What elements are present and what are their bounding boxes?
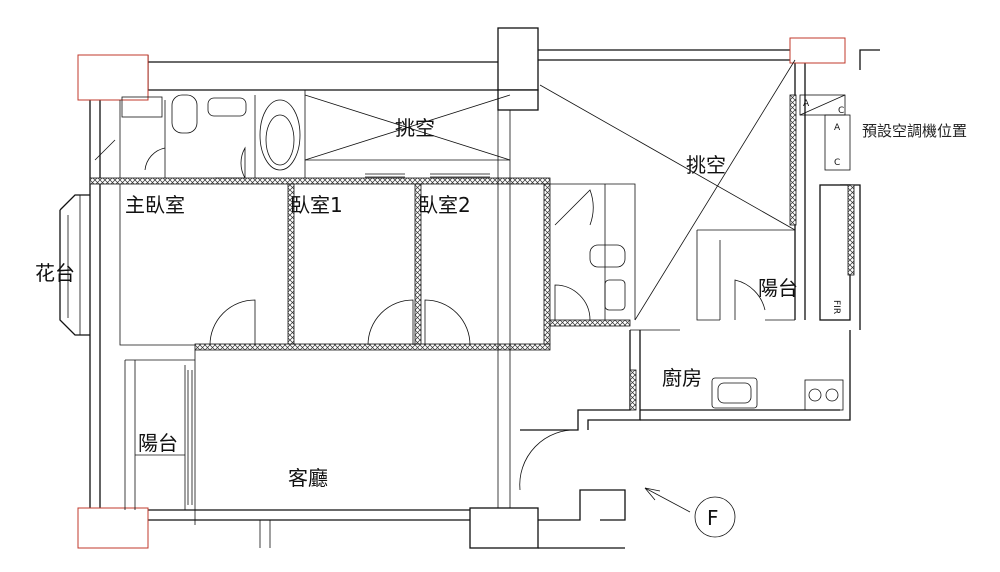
inner-lines (119, 90, 795, 548)
room-label-balcony-west: 陽台 (138, 431, 178, 455)
ac-position-note: 預設空調機位置 (862, 122, 967, 140)
room-label-flower-bed: 花台 (35, 261, 75, 285)
room-label-bedroom-1: 臥室1 (290, 193, 343, 217)
room-label-balcony-east: 陽台 (758, 276, 798, 300)
ac-tag-c2: C (834, 158, 840, 168)
flower-bed-bay (59, 194, 90, 336)
room-label-void-1: 挑空 (395, 116, 435, 140)
orientation-marker: F (644, 487, 736, 538)
columns (77, 27, 851, 549)
ac-tag-a1: A (803, 99, 810, 109)
room-label-master-bedroom: 主臥室 (125, 193, 185, 217)
void-markings (304, 59, 796, 321)
fixtures (121, 94, 844, 411)
partition-walls (89, 94, 855, 411)
windows (187, 173, 490, 505)
ac-tag-a2: A (834, 123, 841, 133)
room-label-living-room: 客廳 (288, 466, 328, 490)
doors (94, 139, 766, 491)
ac-units: A C A C FIR (799, 94, 851, 314)
room-label-bedroom-2: 臥室2 (418, 193, 471, 217)
ac-tag-c1: C (838, 106, 844, 116)
fire-tag: FIR (831, 300, 841, 314)
orientation-letter: F (707, 506, 719, 530)
room-label-void-2: 挑空 (686, 153, 726, 177)
room-label-kitchen: 廚房 (662, 366, 702, 390)
